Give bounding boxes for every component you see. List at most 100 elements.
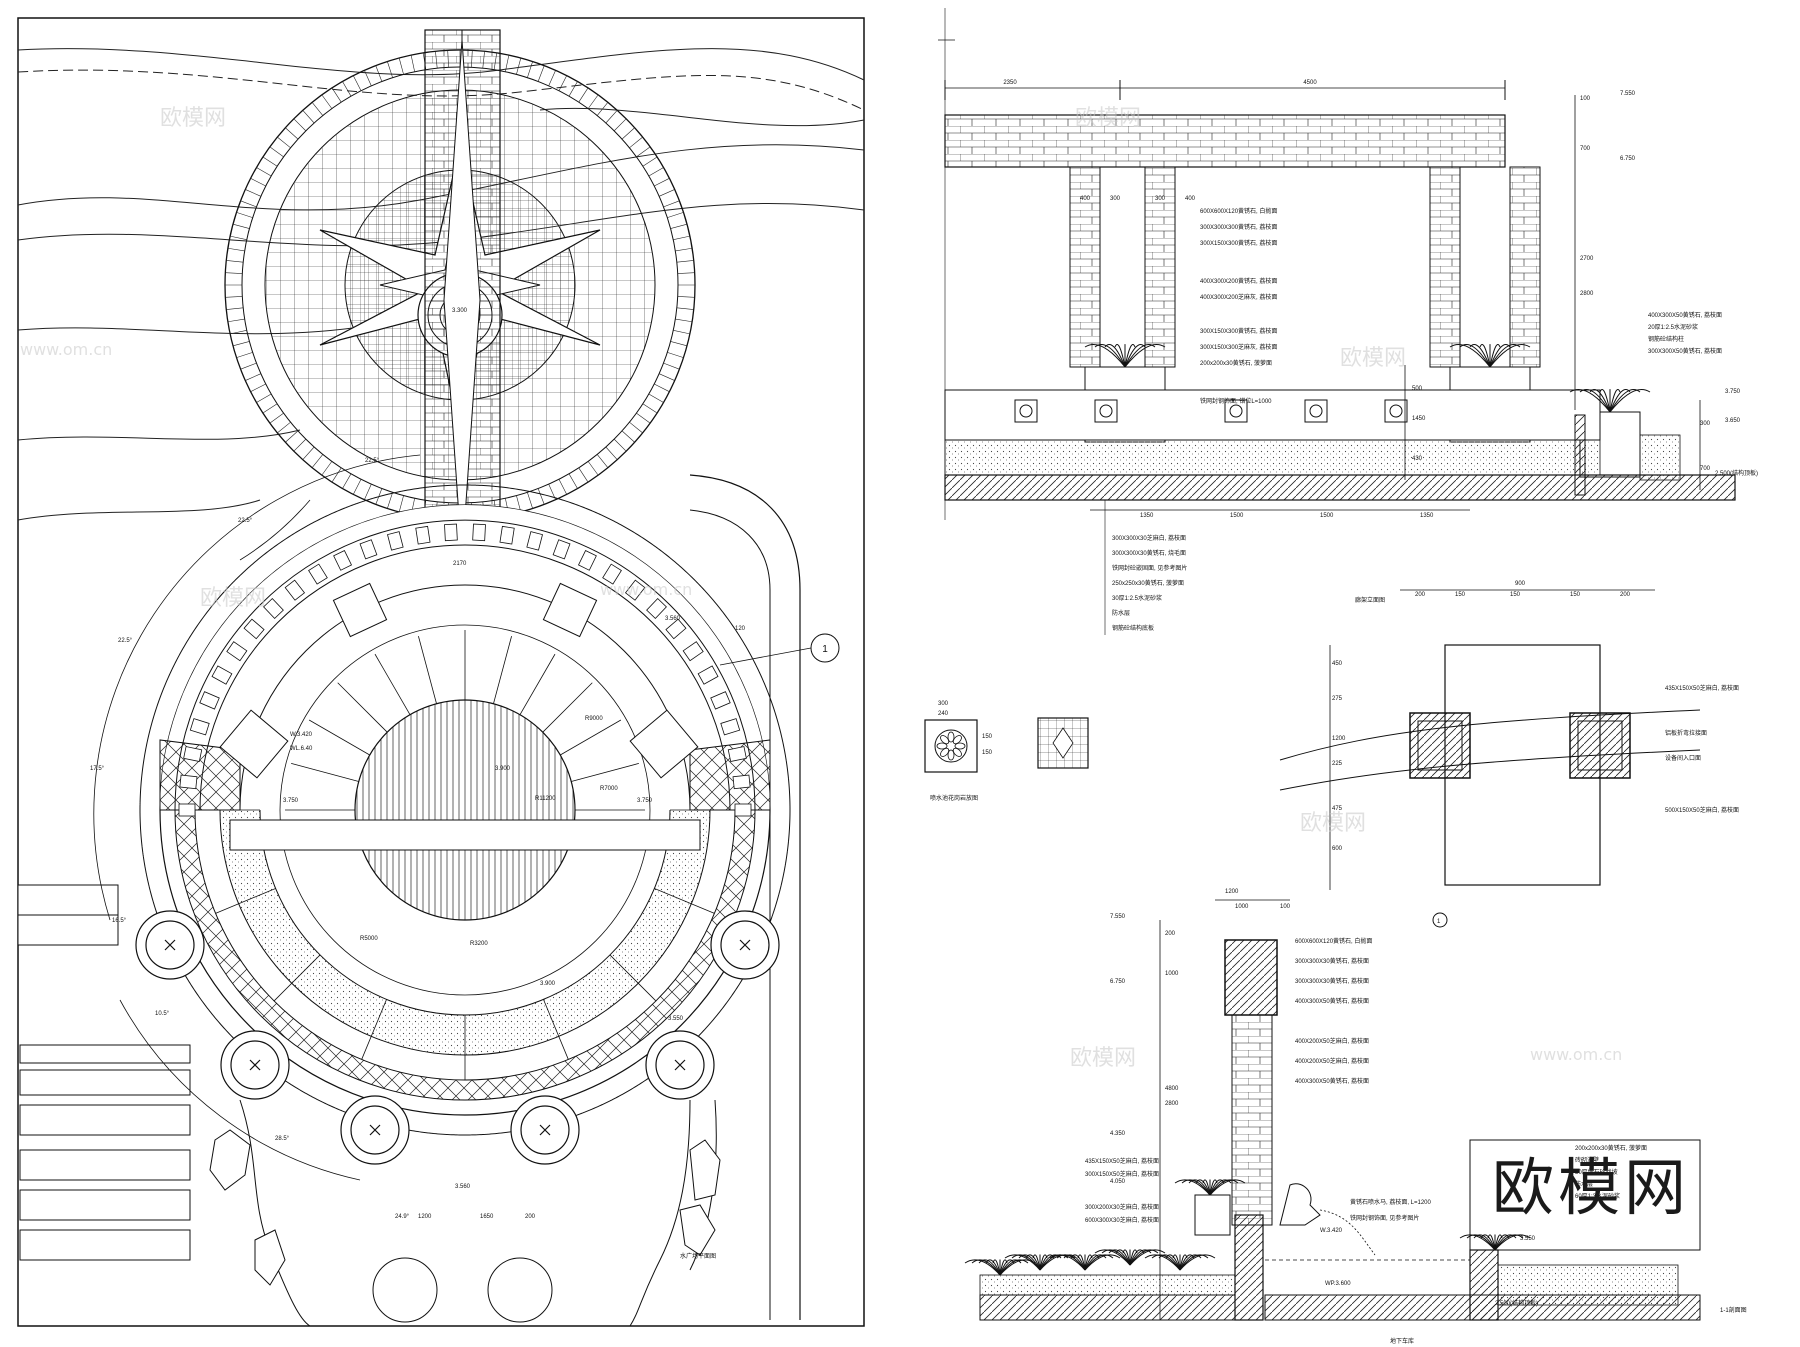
plant-leaf [1479,344,1491,368]
material-note: 防水层 [1112,609,1130,617]
elevation-label: 3.750 [637,798,653,804]
material-note: 钢筋砼结构底板 [1112,624,1154,632]
material-note: 400X300X50黄锈石, 荔枝面 [1295,997,1369,1005]
angle-dim-label: 10.5° [155,1011,170,1017]
fountain-tile-detail [924,719,978,773]
plant-leaf [1489,344,1501,368]
material-note: 400X300X50黄锈石, 荔枝面 [1295,1077,1369,1085]
shrub-leaf [1195,1179,1211,1196]
material-note: 铁网封钢饰面, 见参考图片 [1350,1214,1419,1222]
dim-label: 400 [1185,196,1196,202]
material-note: 435X150X50芝麻白, 荔枝面 [1665,684,1739,692]
vdim-label: 600 [1332,846,1343,852]
elevation-label: 3.300 [452,308,468,314]
dim-label: 400 [1080,196,1091,202]
vdim-label: 430 [1412,456,1423,462]
vdim-label: 1000 [1165,971,1179,977]
plant-leaf [1589,389,1611,413]
elevation-label: W.3.420 [290,732,313,738]
shrub-leaf [1188,1179,1211,1196]
plant-leaf [1124,344,1166,368]
pergola-columns [1069,166,1541,368]
plan-title: 水广场平面图 [680,1252,716,1260]
level-label: 7.550 [1620,91,1636,97]
plant-leaf [1449,344,1491,368]
shrub-leaf [1063,1254,1086,1271]
dimension-label: 2170 [453,561,467,567]
left-planters [17,884,191,1261]
shrub-leaf [1158,1254,1181,1271]
vdim-label: 450 [1332,661,1343,667]
shrub-leaf [1494,1234,1531,1251]
material-note: 黄锈石喷水马, 荔枝面, L=1200 [1350,1198,1432,1206]
shrub-leaf [1025,1254,1041,1271]
angle-dim-label: 17.5° [90,766,105,772]
shrub-leaf [1077,1254,1086,1271]
dim-label: 100 [1280,904,1291,910]
elevation-label: 3.550 [668,1016,684,1022]
plant-leaf [1114,344,1126,368]
level-label: 3.650 [1725,418,1741,424]
shrub-leaf [1165,1254,1181,1271]
material-note: 钢筋砼结构柱 [1648,335,1684,343]
material-note: 20厚1:2.5水泥砂浆 [1648,323,1698,331]
material-note: 300X200X30芝麻白, 荔枝面 [1085,1203,1159,1211]
stream [239,1099,717,1327]
level-label: 2.500(结构顶板) [1715,469,1758,477]
dim-label: 300 [938,701,949,707]
plant-leaf [1094,344,1126,368]
level-label: 7.550 [1110,914,1126,920]
fountain-horse-sculpture [1279,1183,1321,1226]
plan-frame [17,17,865,1327]
wall-inlay-tile [1014,399,1038,423]
material-note: 600X600X120黄锈石, 白抛面 [1295,937,1372,945]
shrub-leaf [1108,1249,1131,1266]
angle-dim-label: 22.5° [365,458,380,464]
dim-label: 300 [1110,196,1121,202]
plant-leaf [1124,344,1156,368]
shrub-leaf [1084,1254,1121,1271]
shrub-leaf [1179,1254,1216,1271]
material-note: 300X300X50黄锈石, 荔枝面 [1648,347,1722,355]
dim-label: 1350 [1140,513,1154,519]
shrub-leaf [1151,1254,1181,1271]
vdim-label: 1200 [1332,736,1346,742]
angle-dimensions [93,454,421,1181]
shrub-leaf [1181,1179,1211,1196]
plant-leaf [1459,344,1491,368]
section-title: 1-1剖面图 [1720,1306,1747,1314]
dim-label: 1500 [1230,513,1244,519]
section-marker-label: 1 [1437,919,1441,925]
plaza-plan-view: 1 22.5°22.5°22.5°17.5°16.5°10.5°28.5°24.… [17,17,865,1327]
shrub-leaf [1487,1234,1496,1251]
plant-leaf [1489,344,1521,368]
shrub-leaf [1115,1249,1131,1266]
material-note: 300X300X300黄锈石, 荔枝面 [1200,223,1277,231]
material-note: 300X150X300芝麻灰, 荔枝面 [1200,343,1277,351]
shrub-leaf [971,1259,1001,1276]
material-note: 400X300X200黄锈石, 荔枝面 [1200,277,1277,285]
radius-label: R7000 [600,786,618,792]
shrub-leaf [992,1259,1001,1276]
material-note: 300X300X30黄锈石, 烧毛面 [1112,549,1186,557]
wall-inlay-tile [1304,399,1328,423]
shrub-leaf [1172,1254,1181,1271]
elevation-label: 3.560 [665,616,681,622]
fountain-basins [135,910,780,1165]
dim-label: 1500 [1320,513,1334,519]
material-note: 200x200x30黄锈石, 菠萝面 [1575,1144,1647,1152]
material-note: 400X300X50黄锈石, 荔枝面 [1648,311,1722,319]
vdim-label: 2800 [1165,1101,1179,1107]
angle-dim-label: 24.9° [395,1214,410,1220]
vdim-label: 1450 [1412,416,1426,422]
radius-label: R3200 [470,941,488,947]
dim-label: 200 [1415,592,1426,598]
material-note: 防水层 [1575,1180,1593,1188]
material-note: 铁网封砼嵌固面, 见参考图片 [1112,564,1187,572]
dim-label: 2350 [1003,80,1017,86]
vdim-label: 475 [1332,806,1343,812]
elevation-label: 3.900 [540,981,556,987]
material-note: 设备间入口面 [1665,754,1701,762]
shrub-leaf [1202,1179,1211,1196]
